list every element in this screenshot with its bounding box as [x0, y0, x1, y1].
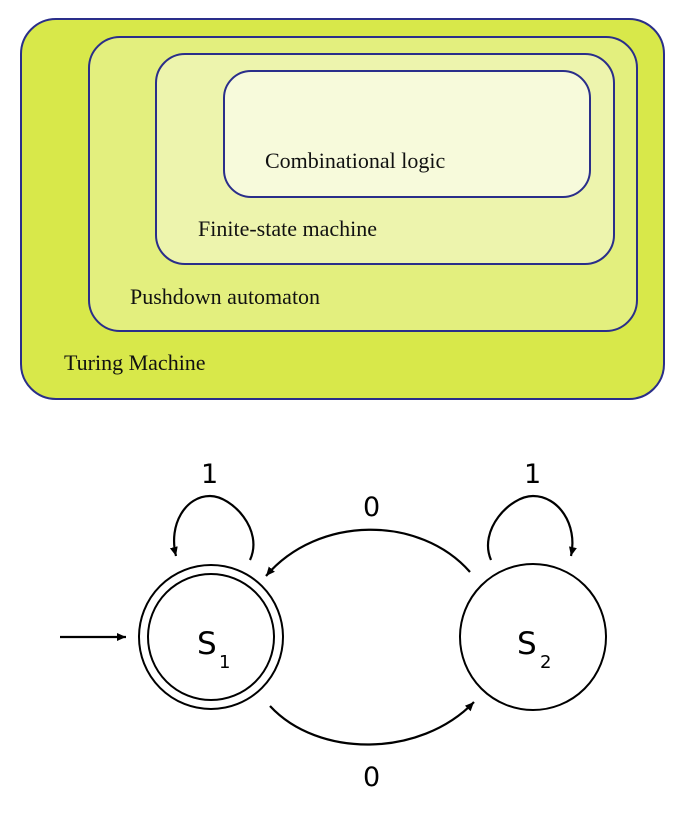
combinational-logic-label: Combinational logic [265, 148, 446, 173]
s1-self-loop [169, 494, 255, 561]
state-s1: S 1 [138, 564, 284, 710]
s1-to-s2-label: 0 [363, 762, 380, 793]
state-s1-inner-circle [147, 573, 275, 701]
state-s1-subscript: 1 [219, 652, 230, 673]
s2-to-s1-transition [265, 528, 471, 577]
s1-self-loop-label: 1 [201, 459, 218, 490]
state-s2-circle [459, 563, 607, 711]
s2-self-loop-label: 1 [524, 459, 541, 490]
pushdown-automaton-label: Pushdown automaton [130, 284, 321, 309]
state-s2-subscript: 2 [540, 652, 551, 673]
state-s2-name: S [517, 626, 537, 662]
turing-machine-label: Turing Machine [64, 350, 206, 375]
s1-to-s2-transition [269, 701, 475, 746]
state-s1-name: S [197, 626, 217, 662]
s2-self-loop [486, 494, 577, 561]
combinational-logic-box [223, 70, 591, 198]
s2-to-s1-label: 0 [363, 492, 380, 523]
finite-state-machine-label: Finite-state machine [198, 216, 377, 241]
state-s2: S 2 [459, 563, 607, 711]
